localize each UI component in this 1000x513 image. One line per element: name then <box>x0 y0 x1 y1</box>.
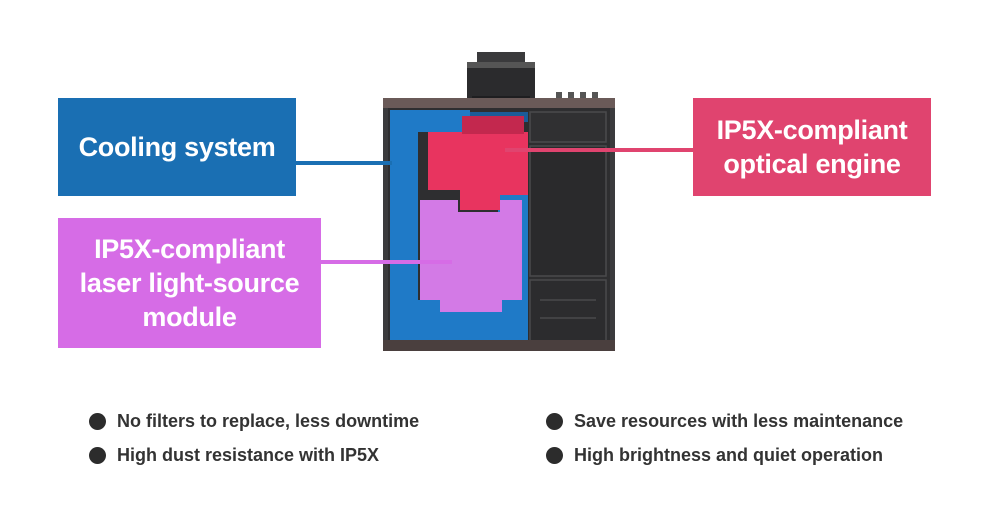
body-base-trim <box>383 340 615 351</box>
bullet-dot-icon <box>89 446 106 464</box>
feature-list-left: No filters to replace, less downtime Hig… <box>89 410 419 478</box>
list-item: Save resources with less maintenance <box>546 410 903 432</box>
optical-engine-text-line2: optical engine <box>723 149 901 179</box>
bullet-dot-icon <box>546 446 563 464</box>
feature-text: High brightness and quiet operation <box>574 444 884 465</box>
laser-module-region <box>420 200 522 312</box>
top-vents <box>556 92 598 98</box>
list-item: High dust resistance with IP5X <box>89 444 419 466</box>
list-item: No filters to replace, less downtime <box>89 410 419 432</box>
laser-module-text-line1: IP5X-compliant <box>94 234 285 264</box>
cooling-system-label: Cooling system <box>58 98 296 196</box>
feature-text: High dust resistance with IP5X <box>117 444 380 465</box>
feature-text: Save resources with less maintenance <box>574 410 904 431</box>
cooling-system-text: Cooling system <box>78 132 276 162</box>
feature-list-right: Save resources with less maintenance Hig… <box>546 410 903 478</box>
bullet-dot-icon <box>546 412 563 430</box>
bullet-dot-icon <box>89 412 106 430</box>
list-item: High brightness and quiet operation <box>546 444 903 466</box>
laser-module-label: IP5X-compliant laser light-source module <box>58 218 321 348</box>
optical-engine-label: IP5X-compliant optical engine <box>693 98 931 196</box>
optical-engine-text-line1: IP5X-compliant <box>716 115 908 145</box>
laser-module-text-line3: module <box>142 302 237 332</box>
feature-text: No filters to replace, less downtime <box>117 410 420 431</box>
optical-engine-region <box>428 116 528 210</box>
electronics-bay <box>529 111 607 343</box>
lens-barrel <box>467 52 535 102</box>
laser-module-text-line2: laser light-source <box>79 268 300 298</box>
